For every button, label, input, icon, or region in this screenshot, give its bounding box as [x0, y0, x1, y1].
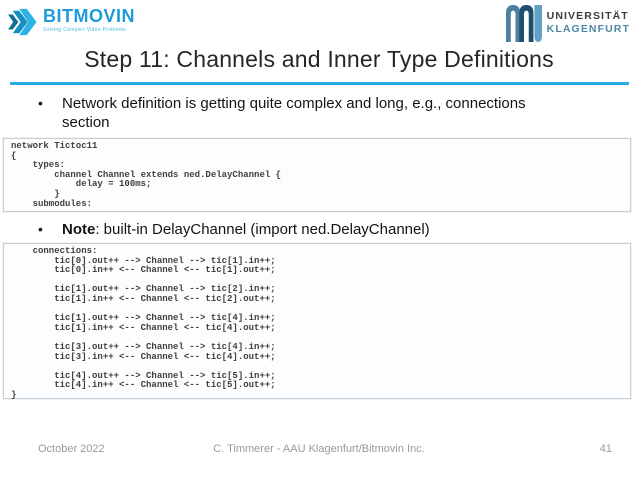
footer-credit: C. Timmerer - AAU Klagenfurt/Bitmovin In… [213, 443, 425, 455]
footer-date: October 2022 [38, 443, 105, 455]
bitmovin-logo: BITMOVIN Solving Complex Video Problems [8, 6, 135, 36]
bullet-text: Network definition is getting quite comp… [62, 95, 526, 131]
code-network-definition: network Tictoc11 { types: channel Channe… [11, 141, 282, 209]
slide-title: Step 11: Channels and Inner Type Definit… [84, 46, 554, 72]
university-wordmark: UNIVERSITÄT KLAGENFURT [547, 10, 630, 36]
title-underline [10, 82, 629, 85]
code-connections-section: connections: tic[0].out++ --> Channel --… [11, 246, 276, 400]
bitmovin-tagline: Solving Complex Video Problems [43, 27, 127, 33]
bitmovin-name: BITMOVIN [43, 6, 135, 26]
university-klagenfurt-logo: UNIVERSITÄT KLAGENFURT [505, 3, 630, 43]
university-name-line2: KLAGENFURT [546, 23, 630, 35]
university-name-line1: UNIVERSITÄT [546, 10, 629, 22]
university-arches-icon [505, 5, 542, 42]
code-screenshot-connections: connections: tic[0].out++ --> Channel --… [3, 243, 631, 400]
bullet-network-definition: • Network definition is getting quite co… [38, 95, 578, 132]
bullet-note-delaychannel: • Note: built-in DelayChannel (import ne… [38, 221, 598, 240]
bitmovin-chevrons-icon [8, 8, 37, 36]
bullet-marker: • [38, 221, 43, 237]
bitmovin-wordmark: BITMOVIN Solving Complex Video Problems [43, 6, 135, 33]
footer-page-number: 41 [599, 443, 612, 455]
code-screenshot-network-definition: network Tictoc11 { types: channel Channe… [3, 138, 631, 212]
bullet-marker: • [38, 95, 43, 111]
note-label: Note [62, 221, 96, 238]
bullet-text: Note: built-in DelayChannel (import ned.… [62, 221, 430, 240]
note-text: : built-in DelayChannel (import ned.Dela… [95, 221, 430, 238]
